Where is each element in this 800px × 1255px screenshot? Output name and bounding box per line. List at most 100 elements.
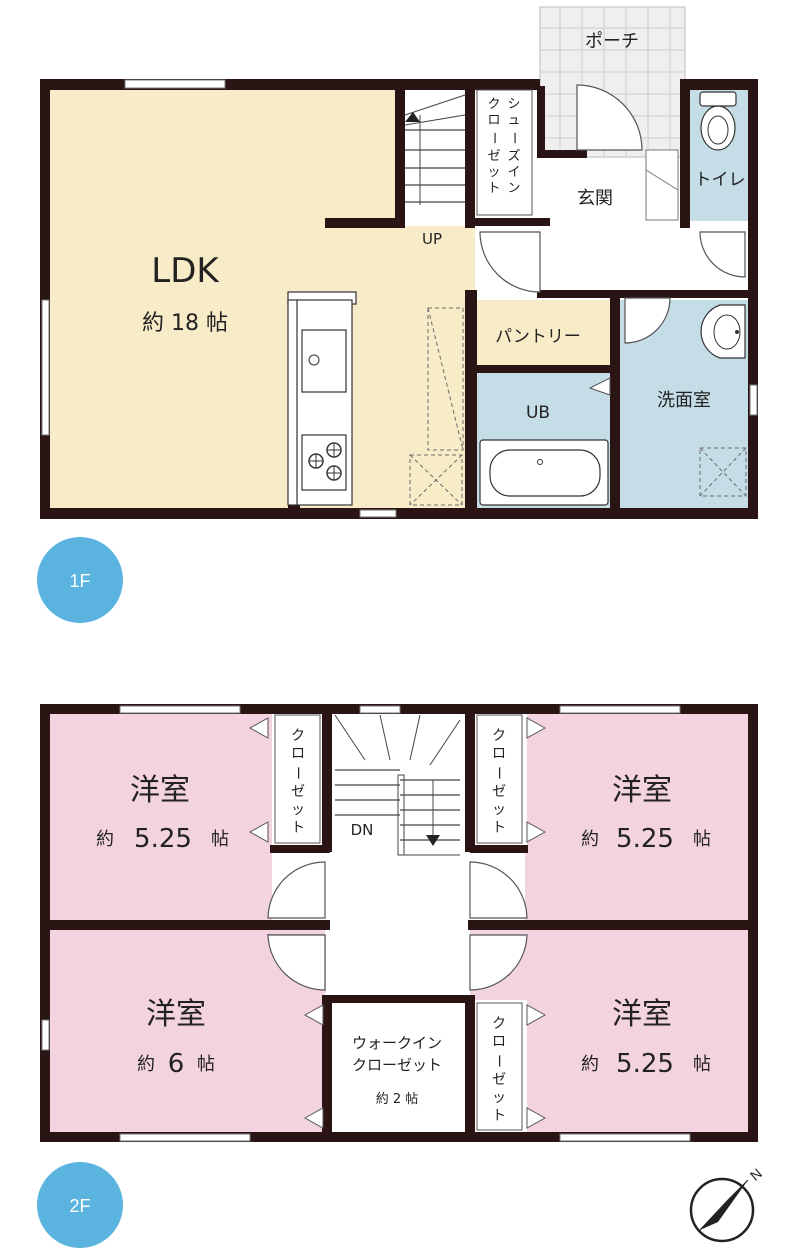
svg-text:ト: ト — [492, 820, 506, 836]
shoe-closet-outline — [476, 89, 533, 216]
svg-text:ロ: ロ — [492, 1034, 506, 1050]
svg-text:ト: ト — [492, 1108, 506, 1124]
storage-dashed — [409, 307, 464, 506]
svg-text:ー: ー — [486, 131, 501, 144]
svg-text:ク: ク — [291, 728, 305, 744]
svg-text:6: 6 — [168, 1049, 185, 1079]
washroom-label: 洗面室 — [657, 390, 711, 411]
svg-text:ッ: ッ — [492, 802, 506, 818]
svg-text:ッ: ッ — [487, 165, 500, 180]
svg-text:1F: 1F — [69, 571, 90, 591]
floor-1-doors — [479, 231, 746, 396]
floor-2-badge: 2F — [37, 1162, 123, 1248]
wic-floor — [330, 1002, 465, 1132]
svg-text:ズ: ズ — [507, 148, 520, 164]
floor-1-windows — [41, 79, 758, 518]
svg-text:ク: ク — [492, 1016, 506, 1032]
closet-tl-label: ク ロ ー ゼ ッ ト — [289, 728, 305, 836]
wic-label-line1: ウォークイン — [352, 1034, 442, 1052]
svg-text:約: 約 — [96, 829, 114, 850]
svg-text:約: 約 — [581, 1054, 599, 1075]
laundry-area — [699, 447, 747, 497]
svg-text:洋室: 洋室 — [130, 773, 190, 808]
stairs-floor — [400, 86, 475, 226]
pantry-floor — [475, 300, 610, 365]
svg-text:ー: ー — [289, 766, 305, 780]
svg-text:ロ: ロ — [492, 746, 506, 762]
svg-text:洋室: 洋室 — [146, 997, 206, 1032]
svg-text:帖: 帖 — [197, 1054, 215, 1075]
svg-text:ト: ト — [291, 820, 305, 836]
room-tl-label: 洋室 約 5.25 帖 — [96, 773, 229, 854]
svg-text:ト: ト — [487, 181, 500, 196]
svg-text:ン: ン — [507, 181, 520, 196]
closets-outline — [248, 714, 547, 1131]
svg-text:5.25: 5.25 — [616, 1049, 674, 1079]
stairs-up-label: UP — [422, 230, 442, 248]
svg-text:ロ: ロ — [291, 746, 305, 762]
hall-2f-floor — [330, 712, 470, 1002]
floor-2-doors — [266, 861, 528, 992]
floor-2-windows — [41, 705, 691, 1142]
wic-size: 約 2 帖 — [376, 1092, 419, 1107]
svg-text:ッ: ッ — [291, 802, 305, 818]
floor-1: LDK 約 18 帖 ポーチ 玄関 トイレ パントリー UB 洗面室 UP シ … — [37, 6, 758, 623]
svg-text:ク: ク — [487, 97, 500, 112]
svg-text:約: 約 — [581, 829, 599, 850]
room-br-label: 洋室 約 5.25 帖 — [581, 997, 711, 1079]
svg-text:洋室: 洋室 — [612, 773, 672, 808]
pantry-label: パントリー — [495, 327, 581, 347]
stairs-down — [334, 714, 461, 856]
compass-icon: N — [689, 1165, 765, 1243]
svg-text:5.25: 5.25 — [616, 824, 674, 854]
stairs-down-label: DN — [351, 821, 374, 839]
svg-text:ゼ: ゼ — [291, 784, 305, 800]
svg-text:ク: ク — [492, 728, 506, 744]
ldk-label: LDK — [151, 251, 220, 291]
floor-2: 洋室 約 5.25 帖 洋室 約 5.25 帖 洋室 約 6 帖 洋室 約 5.… — [37, 704, 758, 1248]
svg-text:5.25: 5.25 — [134, 824, 192, 854]
svg-text:シ: シ — [507, 97, 520, 112]
svg-text:ゼ: ゼ — [492, 784, 506, 800]
bathtub-icon — [479, 439, 609, 506]
kitchen-counter — [287, 291, 357, 506]
shoe-closet-label: シ ュ ー ズ イ ン ク ロ ー ゼ ッ ト — [486, 97, 521, 196]
closet-tr-label: ク ロ ー ゼ ッ ト — [490, 728, 506, 836]
svg-text:ゼ: ゼ — [487, 149, 500, 164]
porch-label: ポーチ — [585, 31, 639, 52]
toilet-icon — [699, 91, 737, 151]
svg-text:ー: ー — [490, 1054, 506, 1068]
closet-br-floor — [472, 1000, 527, 1132]
svg-text:ー: ー — [490, 766, 506, 780]
svg-text:洋室: 洋室 — [612, 997, 672, 1032]
svg-text:約: 約 — [137, 1054, 155, 1075]
room-tr-label: 洋室 約 5.25 帖 — [581, 773, 711, 854]
svg-text:イ: イ — [507, 165, 520, 180]
svg-text:ュ: ュ — [507, 113, 520, 128]
stairs-up — [404, 94, 466, 205]
room-tl-floor — [47, 712, 272, 922]
shoe-closet-floor — [475, 86, 537, 216]
svg-text:帖: 帖 — [211, 829, 229, 850]
svg-text:2F: 2F — [69, 1196, 90, 1216]
wic-label-line2: クローゼット — [352, 1056, 442, 1074]
svg-text:ゼ: ゼ — [492, 1072, 506, 1088]
svg-text:ー: ー — [506, 131, 521, 144]
closet-tl-floor — [272, 712, 327, 847]
svg-text:ッ: ッ — [492, 1090, 506, 1106]
up-arrow-icon — [405, 112, 420, 122]
bath-label: UB — [526, 403, 550, 423]
wash-basin-icon — [700, 304, 746, 359]
front-door — [576, 84, 679, 221]
toilet-label: トイレ — [695, 170, 746, 190]
down-arrow-icon — [426, 835, 440, 846]
room-tr-floor — [525, 712, 750, 922]
floor-1-badge: 1F — [37, 537, 123, 623]
room-bl-label: 洋室 約 6 帖 — [137, 997, 215, 1079]
svg-text:ロ: ロ — [487, 113, 500, 128]
north-label: N — [747, 1165, 765, 1184]
ldk-size: 約 18 帖 — [142, 311, 228, 336]
svg-text:帖: 帖 — [693, 1054, 711, 1075]
closet-br-label: ク ロ ー ゼ ッ ト — [490, 1016, 506, 1124]
